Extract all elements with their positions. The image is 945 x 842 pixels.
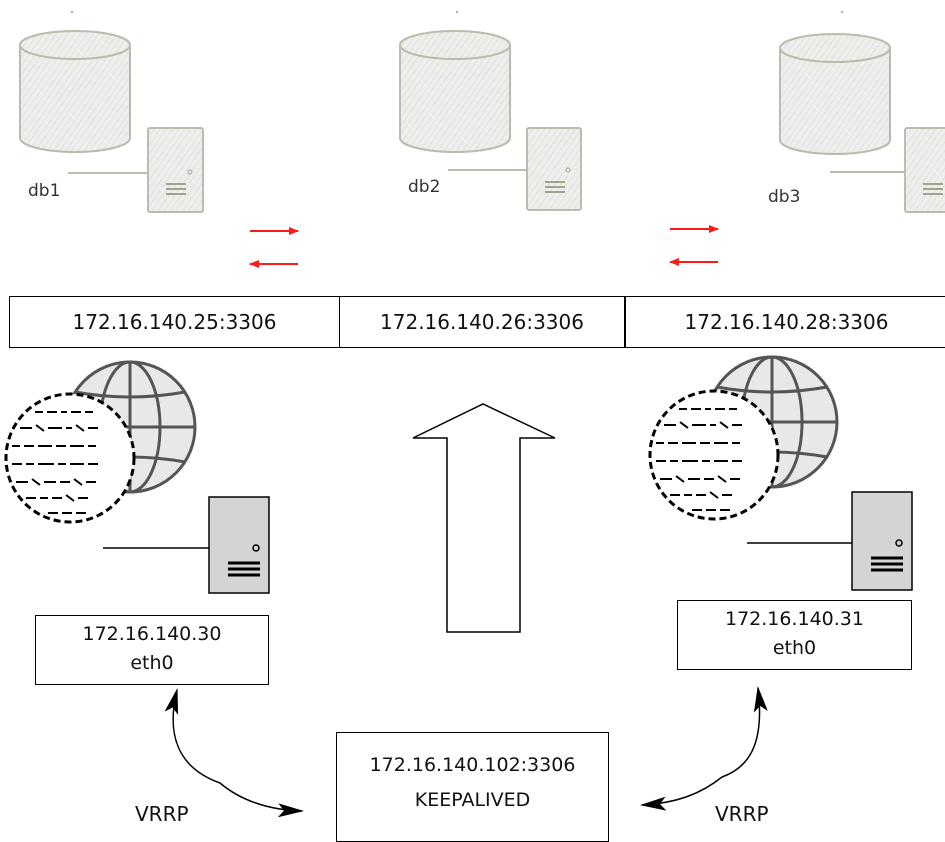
server-tower-icon bbox=[904, 127, 945, 213]
hollow-up-arrow bbox=[412, 403, 556, 633]
server-tower-icon bbox=[851, 491, 913, 591]
vip-label: KEEPALIVED bbox=[414, 789, 531, 811]
left-node-iface: eth0 bbox=[130, 652, 174, 674]
vip-box: 172.16.140.102:3306 KEEPALIVED bbox=[336, 732, 609, 842]
vrrp-arrow-right-left bbox=[640, 776, 723, 811]
right-node-ip: 172.16.140.31 bbox=[724, 608, 864, 630]
db2-label: db2 bbox=[408, 177, 441, 197]
db2-server-group bbox=[399, 10, 582, 211]
database-address-row: 172.16.140.25:3306 172.16.140.26:3306 17… bbox=[9, 296, 945, 348]
vrrp-label-right: VRRP bbox=[715, 802, 769, 826]
database-cylinder-icon bbox=[19, 30, 131, 153]
network-globe-icon bbox=[648, 389, 780, 521]
server-tower-icon bbox=[147, 127, 204, 213]
db2-address: 172.16.140.26:3306 bbox=[338, 296, 626, 348]
network-globe-icon bbox=[4, 392, 136, 524]
db3-address: 172.16.140.28:3306 bbox=[624, 296, 945, 348]
vrrp-arrow-left-up bbox=[164, 688, 221, 784]
replication-arrows-db1-db2 bbox=[249, 227, 299, 268]
db3-server-group bbox=[779, 10, 945, 213]
server-tower-icon bbox=[526, 127, 582, 211]
server-tower-icon bbox=[208, 496, 270, 594]
left-node-box: 172.16.140.30 eth0 bbox=[35, 615, 269, 685]
db1-label: db1 bbox=[28, 181, 61, 201]
right-node-iface: eth0 bbox=[772, 637, 817, 659]
vrrp-arrow-right-up bbox=[721, 686, 768, 778]
left-node-ip: 172.16.140.30 bbox=[82, 623, 222, 645]
vrrp-label-left: VRRP bbox=[135, 802, 189, 826]
vrrp-arrow-left-right bbox=[219, 782, 304, 818]
replication-arrows-db2-db3 bbox=[669, 225, 719, 266]
right-node-group bbox=[648, 355, 913, 591]
db1-server-group bbox=[19, 10, 204, 213]
vip-address: 172.16.140.102:3306 bbox=[369, 754, 576, 776]
database-cylinder-icon bbox=[399, 30, 511, 153]
db3-label: db3 bbox=[768, 187, 801, 207]
left-node-group bbox=[4, 360, 270, 594]
database-cylinder-icon bbox=[779, 33, 891, 155]
db1-address: 172.16.140.25:3306 bbox=[9, 296, 340, 348]
right-node-box: 172.16.140.31 eth0 bbox=[677, 600, 912, 670]
